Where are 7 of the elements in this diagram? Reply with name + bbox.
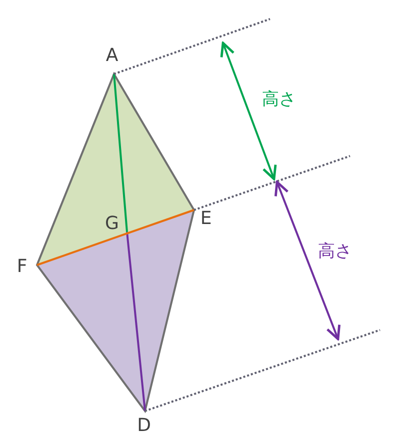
height-label: 高さ (262, 92, 296, 108)
point-label: G (105, 215, 119, 233)
point-label: E (200, 210, 212, 228)
height-label: 高さ (318, 244, 352, 260)
point-label: D (137, 417, 151, 435)
point-label: A (106, 47, 118, 65)
point-label: F (16, 258, 28, 276)
